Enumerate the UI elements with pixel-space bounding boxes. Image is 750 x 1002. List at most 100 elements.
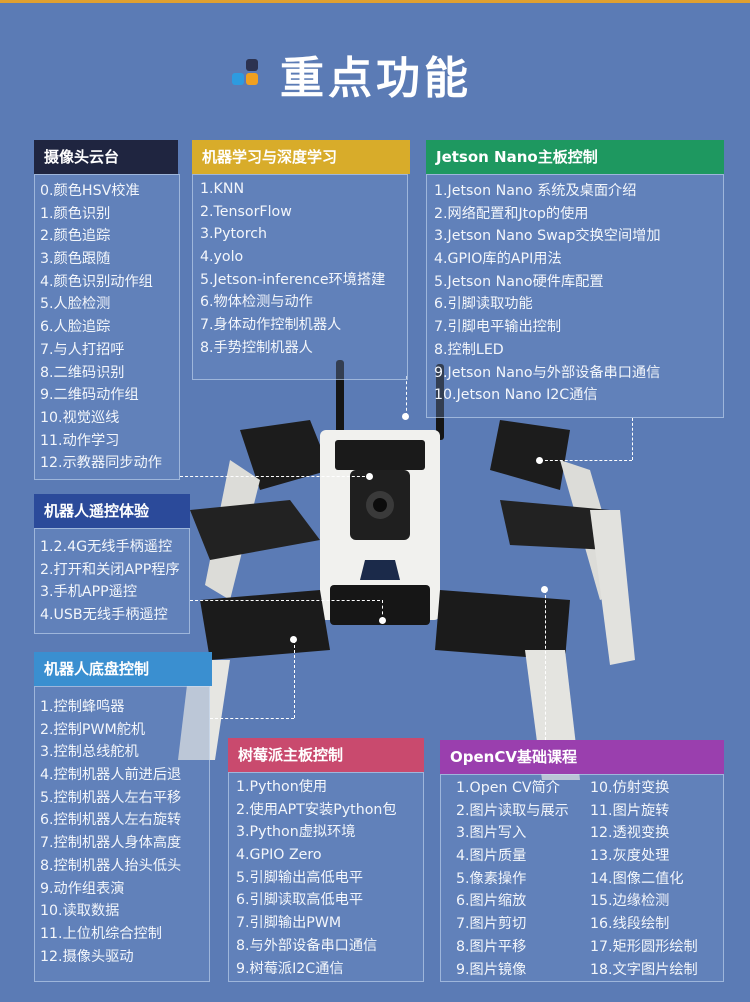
- list-item: 5.像素操作: [456, 870, 527, 887]
- list-item: 8.与外部设备串口通信: [236, 937, 378, 954]
- list-item: 10.读取数据: [40, 903, 120, 920]
- list-item: 7.图片剪切: [456, 916, 527, 933]
- panel-title: 机器人底盘控制: [34, 652, 212, 686]
- feature-list: 0.颜色HSV校准 1.颜色识别 2.颜色追踪 3.颜色跟随 4.颜色识别动作组 5.人脸…: [40, 180, 162, 475]
- list-item: 12.透视变换: [590, 825, 670, 842]
- list-item: 4.GPIO库的API用法: [434, 251, 562, 268]
- feature-list: 1.Python使用 2.使用APT安装Python包 3.Python虚拟环境 4.…: [236, 776, 397, 980]
- list-item: 3.Jetson Nano Swap交换空间增加: [434, 228, 661, 245]
- list-item: 2.颜色追踪: [40, 228, 111, 245]
- panel-body: [192, 174, 408, 380]
- list-item: 5.Jetson Nano硬件库配置: [434, 273, 604, 290]
- panel-jetson-nano: Jetson Nano主板控制 1.Jetson Nano 系统及桌面介绍 2.网…: [426, 140, 724, 418]
- hexapod-robot-image: [178, 360, 635, 780]
- list-item: 5.引脚输出高低电平: [236, 869, 364, 886]
- list-item: 9.二维码动作组: [40, 387, 139, 404]
- panel-body: [34, 174, 180, 480]
- list-item: 11.动作学习: [40, 432, 120, 449]
- title-logo-icon: [232, 59, 262, 89]
- list-item: 12.摄像头驱动: [40, 948, 134, 965]
- connector-line: [632, 418, 633, 460]
- list-item: 9.Jetson Nano与外部设备串口通信: [434, 364, 661, 381]
- page-header: 重点功能: [232, 44, 472, 104]
- top-accent-line: [0, 0, 750, 3]
- list-item: 2.控制PWM舵机: [40, 721, 146, 738]
- list-item: 3.颜色跟随: [40, 251, 111, 268]
- list-item: 9.树莓派I2C通信: [236, 960, 344, 977]
- list-item: 4.颜色识别动作组: [40, 273, 153, 290]
- list-item: 15.边缘检测: [590, 893, 670, 910]
- list-item: 4.USB无线手柄遥控: [40, 607, 168, 624]
- list-item: 3.Python虚拟环境: [236, 824, 356, 841]
- list-item: 3.控制总线舵机: [40, 744, 139, 761]
- list-item: 4.图片质量: [456, 848, 527, 865]
- list-item: 4.GPIO Zero: [236, 847, 322, 864]
- panel-title: 树莓派主板控制: [228, 738, 424, 772]
- list-item: 10.Jetson Nano I2C通信: [434, 387, 598, 404]
- list-item: 1.控制蜂鸣器: [40, 699, 125, 715]
- list-item: 9.图片镜像: [456, 961, 527, 978]
- list-item: 11.上位机综合控制: [40, 925, 162, 942]
- panel-chassis-control: 机器人底盘控制 1.控制蜂鸣器 2.控制PWM舵机 3.控制总线舵机 4.控制机器人前…: [34, 652, 212, 982]
- list-item: 11.图片旋转: [590, 802, 670, 819]
- list-item: 7.与人打招呼: [40, 341, 125, 358]
- list-item: 1.Open CV简介: [456, 780, 560, 796]
- list-item: 4.控制机器人前进后退: [40, 767, 182, 784]
- list-item: 6.控制机器人左右旋转: [40, 812, 182, 829]
- list-item: 8.手势控制机器人: [200, 339, 313, 356]
- panel-title: 机器学习与深度学习: [192, 140, 410, 174]
- panel-title: 机器人遥控体验: [34, 494, 190, 528]
- panel-title: Jetson Nano主板控制: [426, 140, 724, 174]
- list-item: 7.控制机器人身体高度: [40, 835, 182, 852]
- list-item: 1.Jetson Nano 系统及桌面介绍: [434, 183, 637, 199]
- list-item: 7.引脚输出PWM: [236, 915, 342, 932]
- list-item: 5.Jetson-inference环境搭建: [200, 271, 386, 288]
- panel-body: [440, 774, 724, 982]
- list-item: 5.控制机器人左右平移: [40, 789, 182, 806]
- list-item: 2.打开和关闭APP程序: [40, 561, 180, 578]
- connector-dot: [366, 473, 373, 480]
- list-item: 18.文字图片绘制: [590, 961, 698, 978]
- list-item: 1.颜色识别: [40, 205, 111, 222]
- list-item: 8.控制LED: [434, 341, 504, 358]
- connector-dot: [402, 413, 409, 420]
- list-item: 9.动作组表演: [40, 880, 125, 897]
- connector-line: [545, 590, 546, 740]
- list-item: 10.视觉巡线: [40, 409, 120, 426]
- list-item: 17.矩形圆形绘制: [590, 938, 698, 955]
- list-item: 3.图片写入: [456, 825, 527, 842]
- list-item: 2.网络配置和Jtop的使用: [434, 205, 589, 222]
- list-item: 3.手机APP遥控: [40, 584, 138, 601]
- connector-dot: [536, 457, 543, 464]
- panel-body: [426, 174, 724, 418]
- connector-dot: [290, 636, 297, 643]
- list-item: 2.使用APT安装Python包: [236, 801, 397, 818]
- list-item: 7.引脚电平输出控制: [434, 319, 562, 336]
- list-item: 14.图像二值化: [590, 870, 684, 887]
- connector-dot: [541, 586, 548, 593]
- connector-line: [406, 376, 407, 416]
- list-item: 0.颜色HSV校准: [40, 183, 140, 199]
- page-title: 重点功能: [280, 53, 472, 104]
- connector-line: [294, 640, 295, 718]
- panel-title: 摄像头云台: [34, 140, 178, 174]
- list-item: 1.KNN: [200, 181, 245, 197]
- list-item: 6.图片缩放: [456, 893, 527, 910]
- list-item: 8.控制机器人抬头低头: [40, 857, 182, 874]
- panel-camera-gimbal: 摄像头云台 0.颜色HSV校准 1.颜色识别 2.颜色追踪 3.颜色跟随 4.颜色识别动…: [34, 140, 180, 480]
- list-item: 2.图片读取与展示: [456, 802, 569, 819]
- feature-list-col1: 1.Open CV简介 2.图片读取与展示 3.图片写入 4.图片质量 5.像素操作 6.…: [456, 777, 569, 981]
- list-item: 8.二维码识别: [40, 364, 125, 381]
- list-item: 4.yolo: [200, 249, 244, 266]
- panel-title: OpenCV基础课程: [440, 740, 724, 774]
- list-item: 6.引脚读取高低电平: [236, 892, 364, 909]
- panel-opencv: OpenCV基础课程 1.Open CV简介 2.图片读取与展示 3.图片写入 4.图…: [440, 740, 724, 982]
- panel-raspberry-pi: 树莓派主板控制 1.Python使用 2.使用APT安装Python包 3.Pyth…: [228, 738, 424, 982]
- list-item: 1.Python使用: [236, 779, 328, 795]
- connector-line: [190, 600, 380, 601]
- list-item: 5.人脸检测: [40, 296, 111, 313]
